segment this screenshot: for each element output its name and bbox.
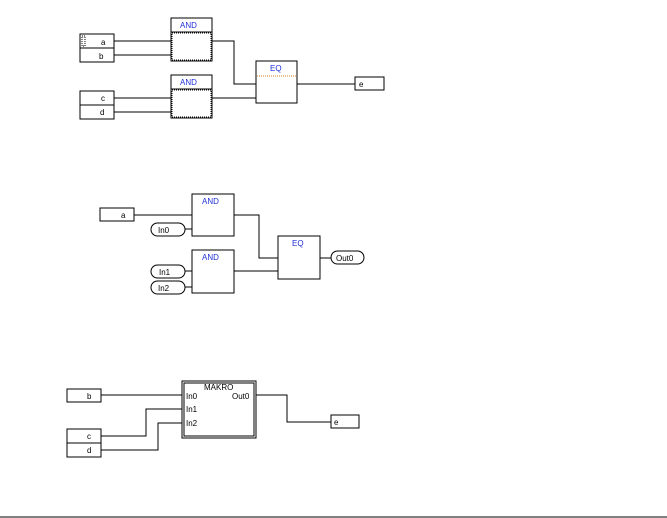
and-block-1-body [171, 32, 212, 61]
input-box-b[interactable] [66, 388, 102, 403]
makro-port-in1: In1 [186, 405, 198, 414]
input-c-label: c [87, 432, 91, 441]
output-e-label: e [334, 418, 339, 427]
output-out0[interactable] [330, 250, 365, 265]
makro-block[interactable] [181, 380, 257, 439]
input-in1-label: In1 [159, 268, 171, 277]
and-block-3[interactable] [191, 193, 235, 237]
diagram-1: a b c d AND AND EQ e [79, 17, 385, 120]
diagram-3: b c d MAKRO In0 In1 In2 Out0 e [66, 380, 360, 458]
output-out0-label: Out0 [336, 254, 354, 263]
diagram-2: a In0 AND In1 In2 AND EQ Out0 [99, 193, 365, 295]
and-block-4[interactable] [191, 249, 235, 294]
input-a-label: a [121, 211, 126, 220]
and-block-2-label: AND [180, 78, 197, 87]
makro-port-in2: In2 [186, 419, 198, 428]
cursor-marker [81, 35, 86, 47]
input-box-a[interactable] [99, 207, 135, 222]
and-block-2-body [171, 89, 212, 118]
output-box-e[interactable] [330, 414, 360, 429]
input-d-label: d [100, 108, 104, 117]
input-in2-label: In2 [158, 284, 170, 293]
output-box-e[interactable] [354, 76, 385, 91]
input-c-label: c [101, 94, 105, 103]
makro-port-out0: Out0 [232, 392, 250, 401]
input-a-label: a [101, 38, 106, 47]
input-in0-label: In0 [158, 226, 170, 235]
input-d-label: d [87, 446, 91, 455]
eq-block-2-label: EQ [292, 239, 304, 248]
output-e-label: e [359, 80, 364, 89]
makro-title: MAKRO [204, 383, 233, 392]
eq-block-1-label: EQ [270, 64, 282, 73]
input-b-label: b [87, 392, 92, 401]
input-b-label: b [99, 52, 104, 61]
eq-block-1[interactable] [255, 60, 298, 104]
eq-block-2[interactable] [277, 235, 321, 280]
and-block-3-label: AND [202, 197, 219, 206]
and-block-1-label: AND [180, 21, 197, 30]
and-block-4-label: AND [202, 253, 219, 262]
makro-port-in0: In0 [186, 392, 198, 401]
makro-block-inner [183, 382, 255, 437]
